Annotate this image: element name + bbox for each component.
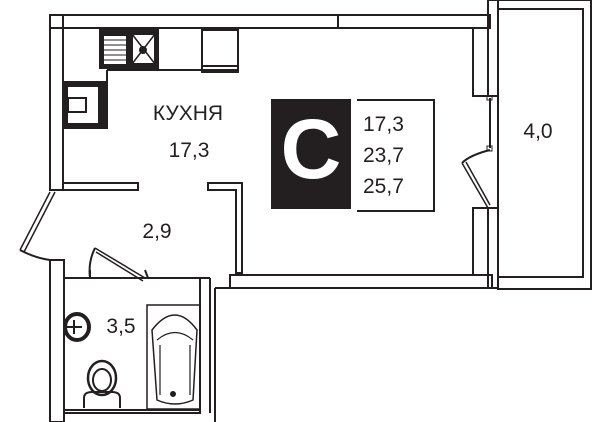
balcony	[497, 0, 592, 290]
balcony-area-label: 4,0	[523, 120, 553, 143]
entry-door	[19, 191, 56, 261]
bathtub-icon	[146, 304, 201, 410]
hall-area-label: 2,9	[142, 220, 172, 243]
kitchen-area-label: 17,3	[168, 139, 210, 162]
outer-walls	[49, 14, 493, 422]
total-area-with-balcony: 25,7	[363, 175, 404, 198]
bathroom-door	[88, 247, 146, 282]
fridge-icon	[201, 29, 239, 73]
apartment-type-badge: C	[271, 99, 351, 209]
bathroom-area-label: 3,5	[106, 315, 136, 338]
apartment-type-letter: C	[280, 102, 342, 196]
total-area: 23,7	[363, 144, 404, 167]
window-walls	[461, 0, 499, 289]
washbasin-icon	[63, 312, 91, 342]
stove-icon	[99, 29, 159, 69]
living-area: 17,3	[363, 113, 404, 136]
kitchen-name-label: КУХНЯ	[152, 102, 224, 125]
sink-icon	[62, 81, 108, 129]
apartment-areas-box: 17,3 23,7 25,7	[357, 99, 435, 212]
toilet-icon	[83, 359, 121, 408]
